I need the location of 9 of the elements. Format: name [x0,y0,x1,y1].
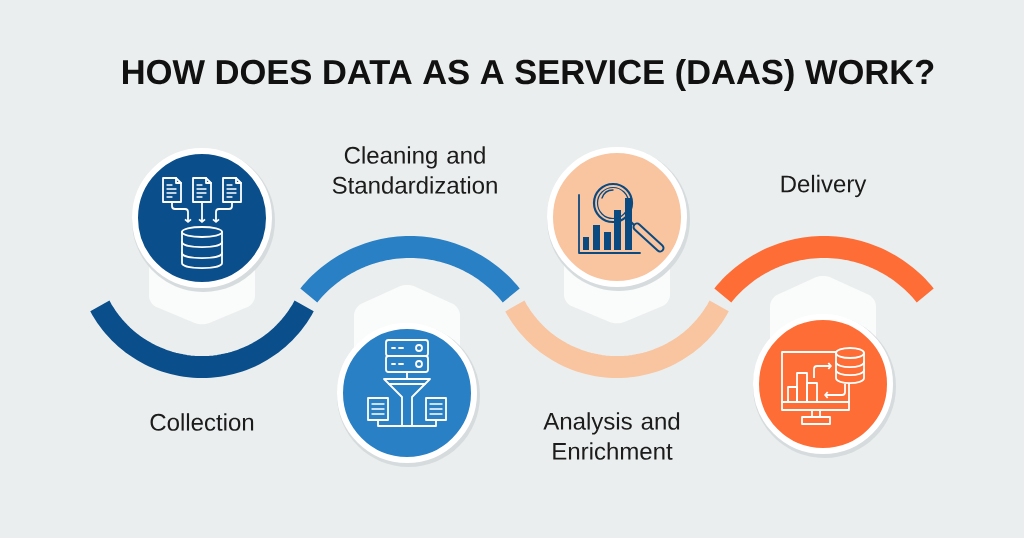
step-label: Cleaning and Standardization [332,146,497,194]
step-circle [132,148,275,325]
title: HOW DOES DATA AS A SERVICE (DAAS) WORK? [123,58,934,92]
step-label: Collection [150,413,254,431]
step-label: Analysis and Enrichment [543,412,680,460]
step-circle [337,284,480,467]
step-circle [547,147,690,324]
step-circle [753,275,896,458]
step-label: Delivery [781,174,867,198]
